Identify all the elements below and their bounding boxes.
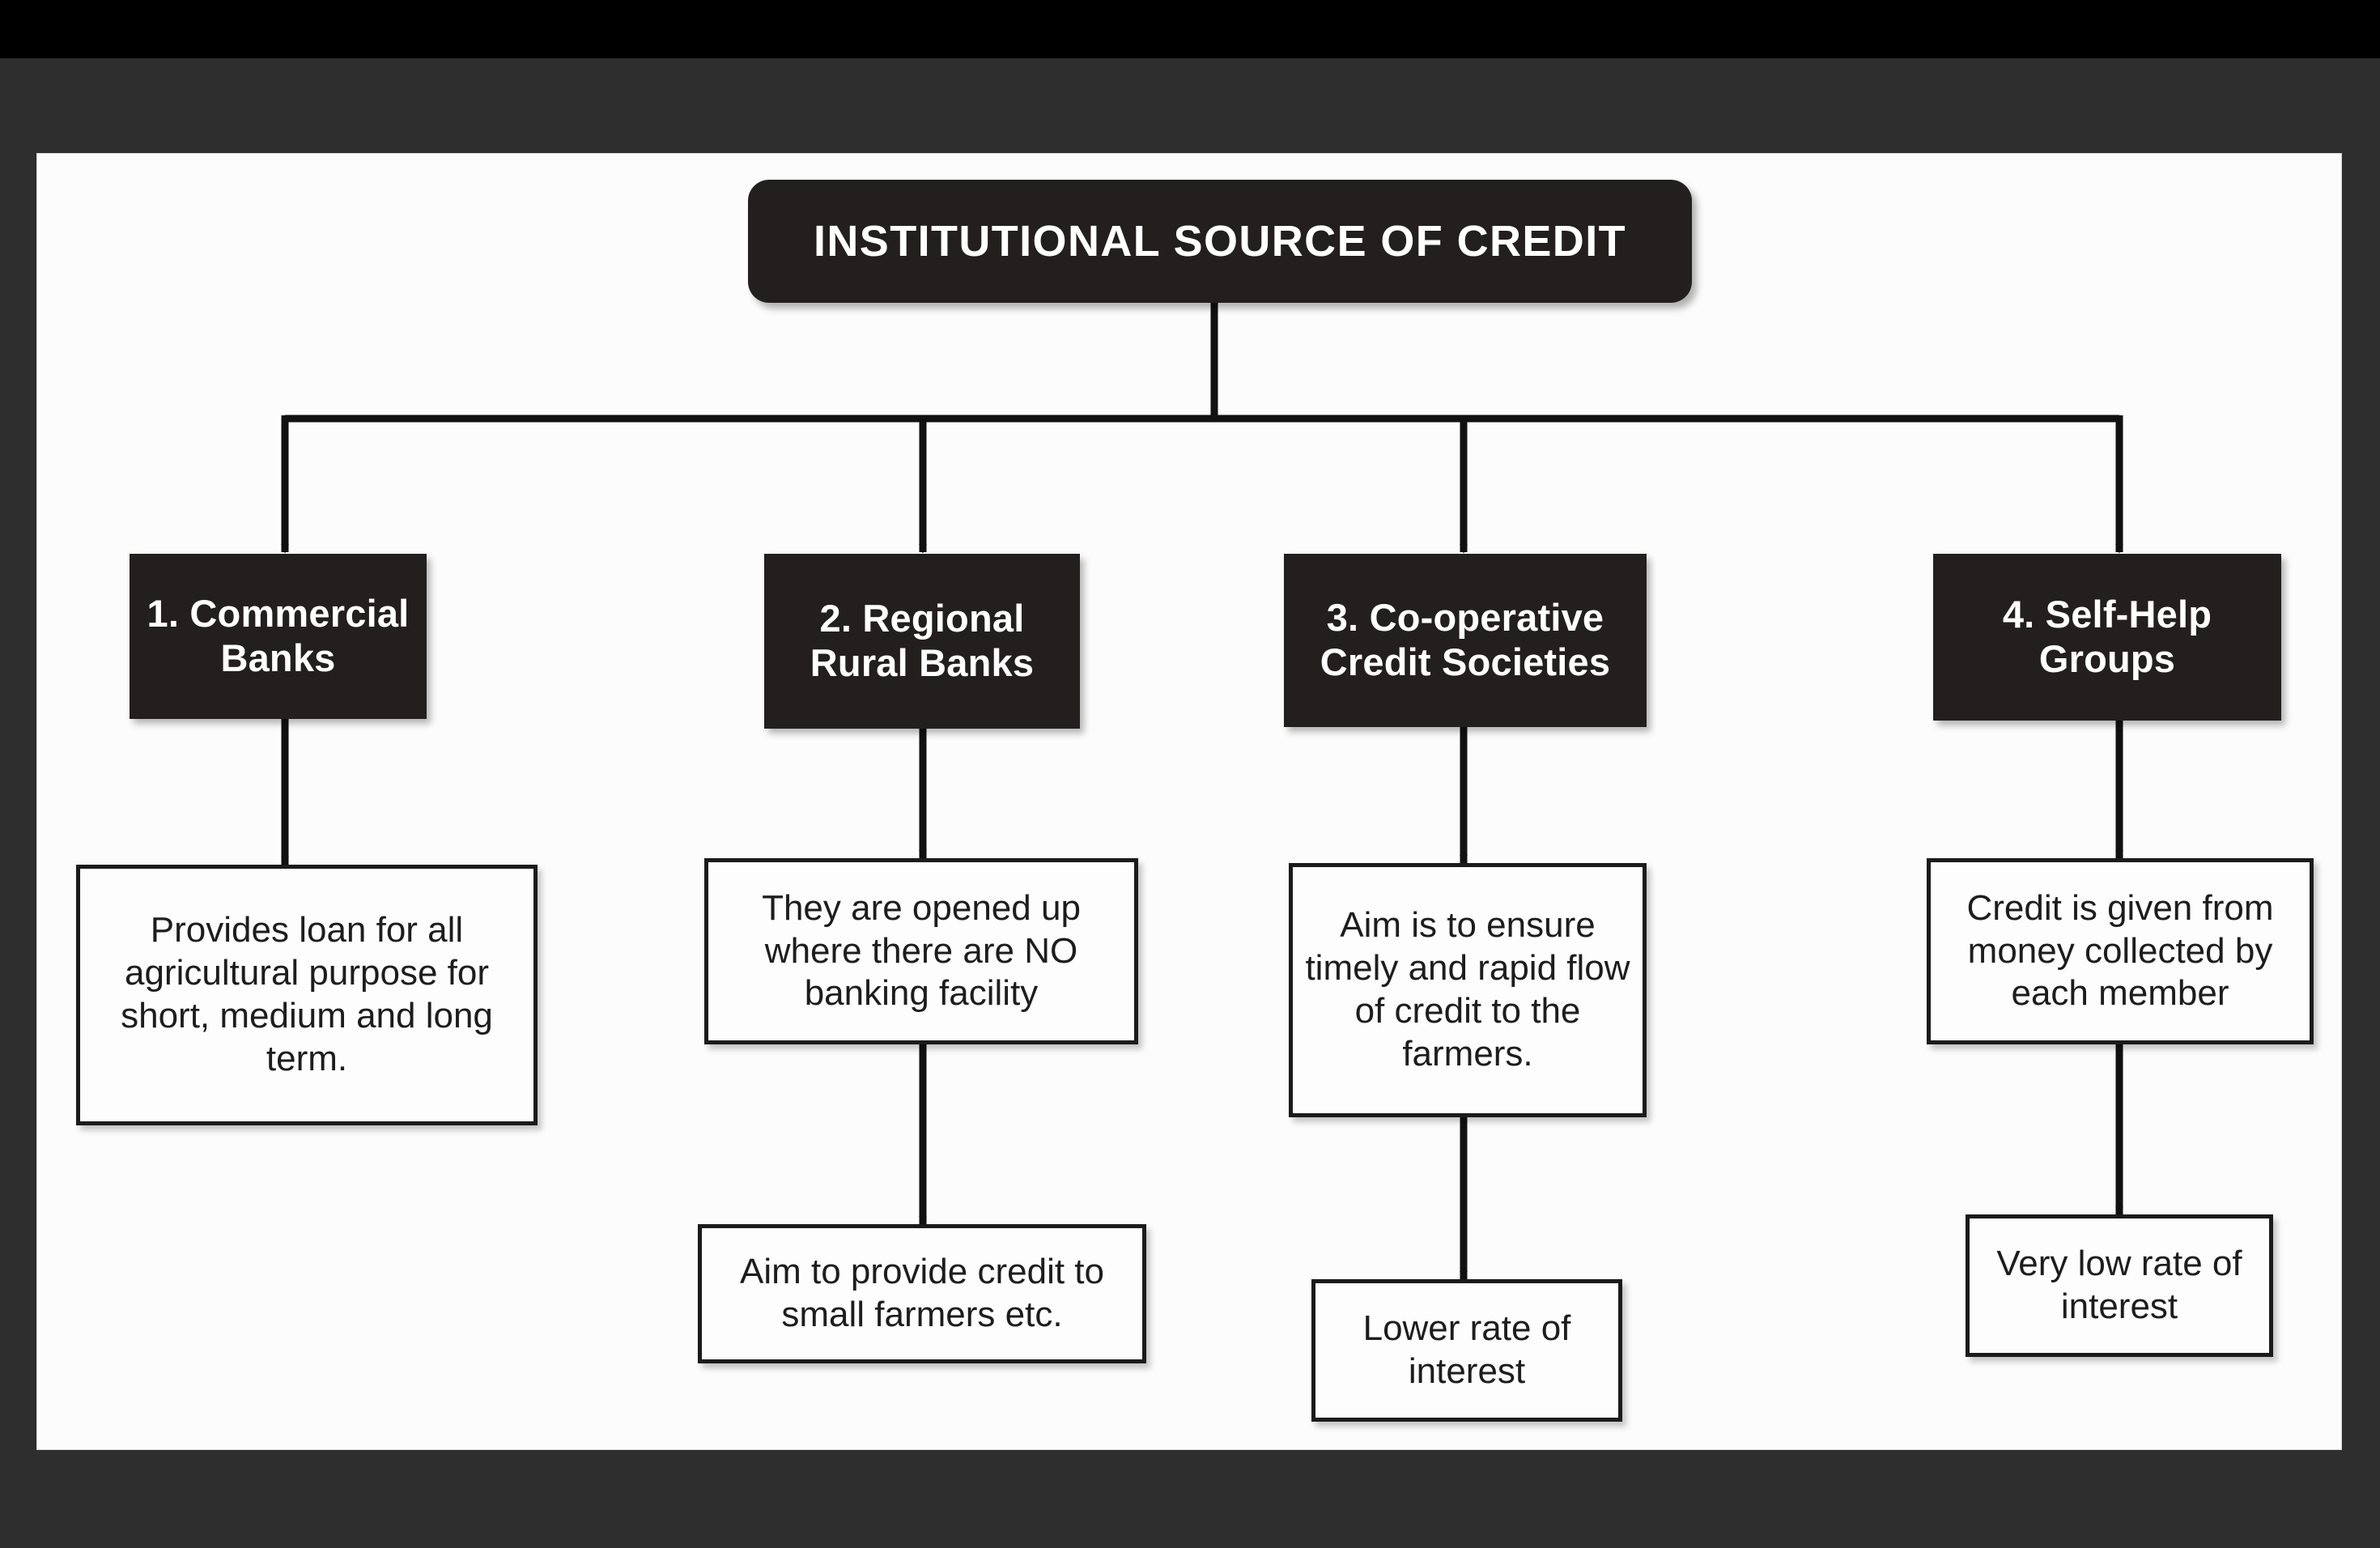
diagram-canvas [37,154,2341,1449]
category-node-commercial-banks[interactable]: 1. Commercial Banks [130,554,427,719]
category-node-co-operative-credit-societies[interactable]: 3. Co-operative Credit Societies [1284,554,1647,727]
category-node-self-help-groups[interactable]: 4. Self-Help Groups [1933,554,2281,721]
top-black-band [0,0,2380,58]
root-node-institutional-source-of-credit[interactable]: INSTITUTIONAL SOURCE OF CREDIT [748,180,1692,303]
detail-node-text: Lower rate of interest [1362,1308,1571,1391]
detail-node-text: Provides loan for all agricultural purpo… [121,910,493,1078]
category-node-label: 2. Regional Rural Banks [810,597,1035,684]
detail-node-text: Very low rate of interest [1996,1244,2242,1326]
detail-node-text: Credit is given from money collected by … [1966,887,2274,1014]
category-node-regional-rural-banks[interactable]: 2. Regional Rural Banks [764,554,1080,729]
detail-node-regional-rural-banks-1[interactable]: They are opened up where there are NO ba… [704,858,1138,1044]
detail-node-self-help-groups-2[interactable]: Very low rate of interest [1966,1214,2273,1357]
root-node-label: INSTITUTIONAL SOURCE OF CREDIT [813,216,1626,266]
detail-node-commercial-banks-1[interactable]: Provides loan for all agricultural purpo… [76,865,538,1125]
detail-node-text: They are opened up where there are NO ba… [762,887,1081,1014]
detail-node-co-operative-credit-societies-1[interactable]: Aim is to ensure timely and rapid flow o… [1289,863,1647,1117]
category-node-label: 3. Co-operative Credit Societies [1320,596,1611,683]
detail-node-self-help-groups-1[interactable]: Credit is given from money collected by … [1927,858,2314,1044]
detail-node-text: Aim is to ensure timely and rapid flow o… [1305,905,1630,1074]
category-node-label: 4. Self-Help Groups [2002,593,2212,680]
detail-node-co-operative-credit-societies-2[interactable]: Lower rate of interest [1311,1279,1622,1422]
detail-node-text: Aim to provide credit to small farmers e… [740,1252,1104,1334]
detail-node-regional-rural-banks-2[interactable]: Aim to provide credit to small farmers e… [698,1224,1146,1363]
category-node-label: 1. Commercial Banks [147,592,410,679]
